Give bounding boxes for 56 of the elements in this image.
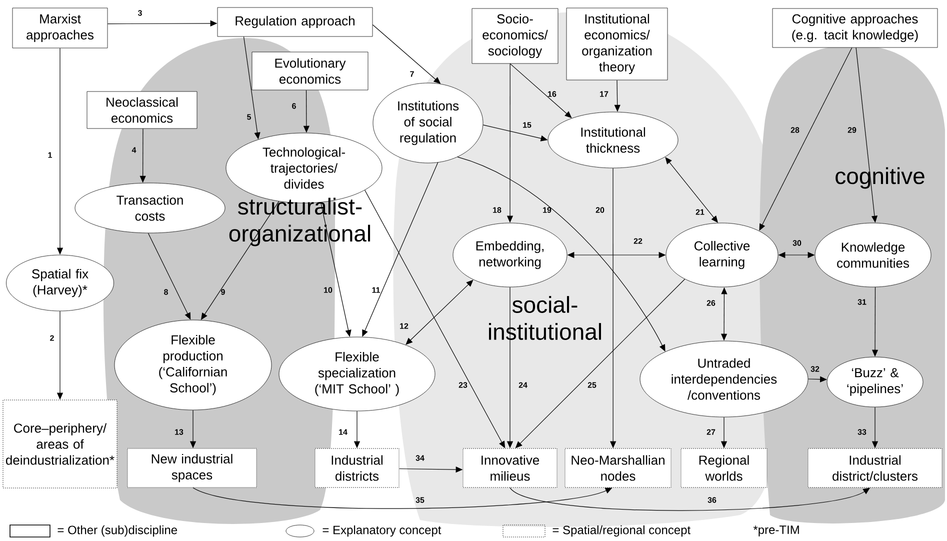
edge-label: 11 [372,287,380,293]
spatial-concept-box: New industrial spaces [127,448,257,488]
edge-label: 26 [706,300,716,306]
edge-label: 33 [858,429,866,435]
edge-label: 29 [848,127,856,133]
edge-label: 8 [164,289,168,295]
edge-label: 32 [810,366,820,372]
edge-label: 30 [792,240,802,246]
edge-label: 9 [221,289,225,295]
edge-label: 10 [324,287,332,293]
edge-label: 15 [523,122,532,128]
edge-label: 13 [175,429,184,435]
edge-label: 25 [588,382,596,388]
edge-label: 27 [706,429,716,435]
discipline-box: Marxist approaches [12,8,108,48]
edge-label: 12 [400,323,408,329]
edge-label: 2 [50,335,54,341]
discipline-box: Cognitive approaches (e.g. tacit knowledge) [772,8,938,48]
edge-label: 31 [858,299,866,305]
edge-label: 6 [292,103,296,109]
edge-label: 34 [416,455,424,461]
edge-label: 23 [458,382,468,388]
arrow [406,280,474,345]
spatial-concept-box: Industrial district/clusters [808,448,942,488]
edge-label: 4 [132,147,136,153]
discipline-box: Socio-economics/sociology [472,8,558,64]
footnote: *pre-TIM [753,526,799,536]
discipline-box: Evolutionary economics [252,52,368,90]
arrow [320,202,352,337]
legend-text: = Explanatory concept [322,525,442,537]
edge-label: 14 [339,429,348,435]
edge-label: 20 [596,207,604,213]
edge-label: 19 [543,207,552,213]
edge-label: 36 [708,497,716,503]
edge-label: 3 [138,10,142,16]
spatial-concept-box: Industrial districts [314,448,400,488]
edge-label: 22 [634,238,642,244]
edge-label: 5 [247,114,251,120]
edge-label: 17 [600,91,608,97]
edge-label: 7 [410,71,414,77]
edge-label: 28 [790,127,800,133]
discipline-box: Institutional economics/organization theory [566,8,668,80]
spatial-concept-box: Neo-Marshallian nodes [564,448,672,488]
edge-label: 16 [548,91,556,97]
spatial-concept-box: Core–periphery/areas of deindustrialization* [2,400,118,488]
edge-label: 1 [48,152,52,158]
discipline-box: Neoclassical economics [86,91,198,129]
edge-label: 21 [696,209,704,215]
legend-text: = Spatial/regional concept [552,525,691,537]
spatial-concept-box: Regional worlds [680,448,768,488]
edge-label: 24 [518,382,528,388]
legend-text: = Other (sub)discipline [58,525,178,537]
edge-label: 35 [416,497,424,503]
spatial-concept-box: Innovative milieus [462,448,558,488]
edge-label: 18 [493,207,502,213]
discipline-box: Regulation approach [217,7,373,37]
